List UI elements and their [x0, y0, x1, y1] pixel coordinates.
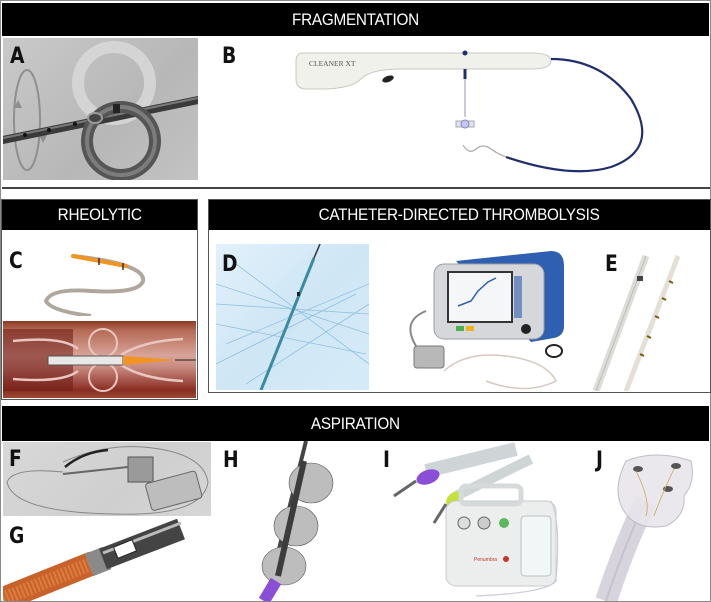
section-header-fragmentation: FRAGMENTATION	[2, 3, 709, 36]
section-title: CATHETER-DIRECTED THROMBOLYSIS	[319, 205, 600, 224]
panel-d-image	[216, 244, 369, 390]
panel-label-h: H	[223, 448, 239, 473]
panel-b-image: CLEANER XT	[251, 39, 706, 181]
panel-i-image: Penumbra	[386, 441, 566, 601]
panel-label-d: D	[222, 252, 238, 277]
infusion-catheters-icon	[592, 254, 681, 391]
panel-f-image	[3, 442, 211, 516]
panel-d-device-image	[396, 246, 586, 391]
rotational-aspiration-tip-icon	[3, 519, 185, 601]
panel-h-image	[256, 441, 351, 601]
svg-text:Penumbra: Penumbra	[474, 557, 497, 563]
rheolytic-catheter-icon	[43, 254, 146, 316]
disc-retrieval-device-icon	[258, 441, 334, 601]
panel-label-a: A	[10, 44, 25, 69]
section-header-rheolytic: RHEOLYTIC	[2, 200, 197, 230]
panel-c-catheter-image	[31, 246, 161, 316]
section-divider	[2, 187, 710, 189]
thrombus-flow-icon	[3, 328, 196, 392]
section-header-cdt: CATHETER-DIRECTED THROMBOLYSIS	[209, 200, 710, 230]
panel-e-image	[576, 246, 706, 391]
section-title: RHEOLYTIC	[57, 205, 142, 224]
panel-label-i: I	[383, 448, 390, 473]
pigtail-catheter-icon	[3, 41, 198, 180]
panel-label-f: F	[9, 447, 22, 472]
panel-label-b: B	[222, 44, 237, 69]
funnel-tip-cannula-icon	[596, 454, 693, 601]
panel-g-image	[3, 519, 203, 601]
svg-text:CLEANER XT: CLEANER XT	[309, 59, 356, 68]
section-title: FRAGMENTATION	[292, 9, 419, 29]
panel-label-c: C	[9, 249, 23, 274]
rotating-wire-device-icon: CLEANER XT	[295, 50, 644, 173]
panel-j-image	[596, 441, 708, 601]
aspiration-pistol-device-icon	[6, 446, 209, 515]
panel-label-j: J	[596, 448, 603, 473]
panel-label-g: G	[9, 524, 25, 549]
rheolytic-section	[1, 199, 198, 400]
section-title: ASPIRATION	[311, 413, 400, 433]
panel-label-e: E	[605, 252, 618, 277]
panel-c-vessel-image	[3, 321, 196, 398]
aspiration-pump-catheters-icon: Penumbra	[393, 442, 559, 597]
panel-a-image	[3, 38, 198, 180]
ultrasound-catheter-icon	[216, 244, 369, 390]
ultrasound-control-unit-icon	[409, 251, 564, 390]
section-header-aspiration: ASPIRATION	[2, 406, 709, 441]
